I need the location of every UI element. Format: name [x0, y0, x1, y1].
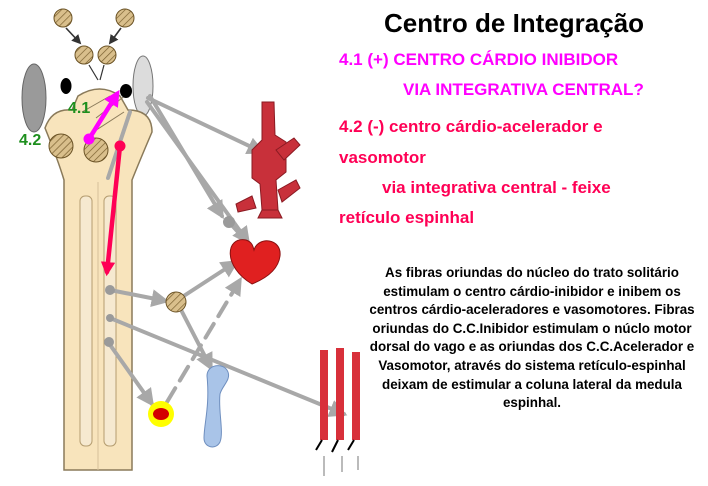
- ganglion-top-right: [115, 8, 135, 28]
- label-center-41: 4.1: [68, 100, 91, 117]
- path-from-spinal-to-ganglion: [108, 288, 170, 308]
- afferent-arrow-2: [108, 27, 122, 45]
- ganglion-mid-left: [74, 45, 94, 65]
- path-ganglion-to-heart: [174, 260, 240, 303]
- path-to-aorta: [146, 96, 266, 154]
- explanation-paragraph: As fibras oriundas do núcleo do trato so…: [369, 265, 695, 411]
- autonomic-ganglion: [165, 291, 187, 313]
- node-spinal-upper: [105, 285, 115, 295]
- muscle-strips: [315, 348, 360, 476]
- afferent-arrow-1: [65, 27, 82, 45]
- afferent-arrow-4: [99, 64, 105, 81]
- item-42-line2: vasomotor: [339, 148, 426, 167]
- left-gray-oval: [21, 63, 47, 133]
- afferent-ganglia: [53, 8, 135, 81]
- solitary-nucleus-right: [120, 84, 132, 98]
- item-42-line1: 4.2 (-) centro cárdio-acelerador e: [339, 117, 603, 136]
- node-spinal-lower: [104, 337, 114, 347]
- item-42-line4: retículo espinhal: [339, 208, 475, 227]
- heart: [229, 239, 281, 285]
- lateral-column-left: [79, 195, 93, 447]
- label-center-42: 4.2: [19, 132, 42, 149]
- solitary-nucleus-left: [60, 78, 72, 94]
- afferent-arrow-3: [88, 64, 99, 81]
- red-effector: [153, 408, 169, 420]
- item-42-line3: via integrativa central - feixe: [382, 178, 611, 197]
- aorta-vessel-tree: [235, 101, 301, 219]
- page-title: Centro de Integração: [384, 8, 645, 38]
- magenta-pathway: [86, 89, 120, 142]
- path-vagus-dashed: [165, 276, 242, 404]
- item-41-line1: 4.1 (+) CENTRO CÁRDIO INIBIDOR: [339, 50, 619, 69]
- node-vessel: [223, 216, 235, 228]
- item-41-line2: VIA INTEGRATIVA CENTRAL?: [403, 80, 644, 99]
- path-spinal-to-red-nucleus: [106, 340, 155, 407]
- vagus-structure: [203, 365, 230, 448]
- brainstem-nucleus-left: [48, 133, 74, 159]
- red-pathway: [100, 143, 123, 277]
- node-spinal-mid: [106, 314, 114, 322]
- path-spinal-to-muscle: [108, 316, 348, 417]
- ganglion-top-left: [53, 8, 73, 28]
- spinal-cord: [44, 88, 153, 471]
- ganglion-mid-right: [97, 45, 117, 65]
